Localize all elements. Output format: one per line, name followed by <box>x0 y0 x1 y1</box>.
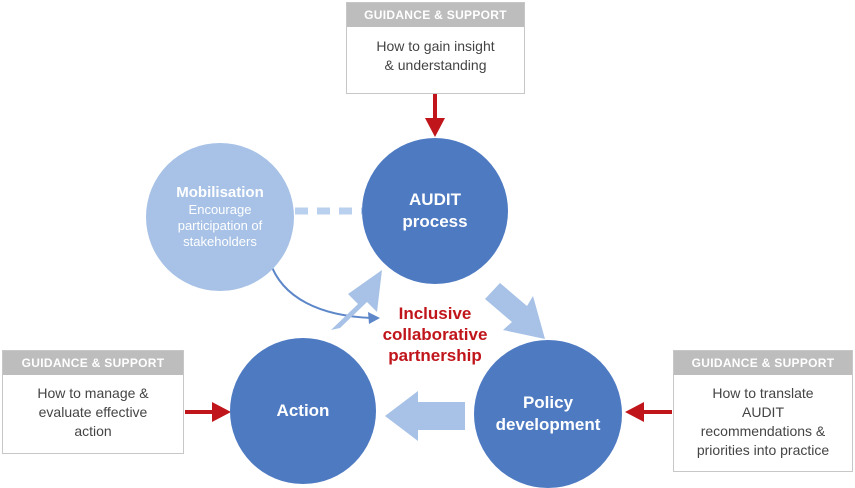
guidance-left-line-3: action <box>74 423 112 439</box>
guidance-right-line-3: recommendations & <box>700 423 826 439</box>
center-line-1: Inclusive <box>398 304 472 323</box>
audit-line-1: AUDIT <box>409 190 461 209</box>
guidance-right-line-1: How to translate <box>712 385 814 401</box>
cycle-arrow-action-to-audit <box>331 270 382 330</box>
mobilisation-line-2: participation of <box>177 218 263 233</box>
guidance-top-line-2: & understanding <box>384 57 487 73</box>
center-line-3: partnership <box>388 346 482 365</box>
red-arrow-top-head <box>425 118 445 137</box>
guidance-left-header: GUIDANCE & SUPPORT <box>3 351 183 375</box>
guidance-box-left: GUIDANCE & SUPPORT How to manage & evalu… <box>2 350 184 454</box>
guidance-right-line-4: priorities into practice <box>696 442 830 458</box>
mobilisation-curve-arrow <box>269 261 373 319</box>
guidance-right-line-2: AUDIT <box>742 404 784 420</box>
policy-line-2: development <box>495 415 601 434</box>
audit-process-node: AUDIT process <box>362 138 508 284</box>
guidance-left-line-1: How to manage & <box>37 385 149 401</box>
guidance-right-body: How to translate AUDIT recommendations &… <box>674 375 852 460</box>
mobilisation-title: Mobilisation <box>176 184 264 201</box>
guidance-left-line-2: evaluate effective <box>38 404 148 420</box>
mobilisation-node: Mobilisation Encourage participation of … <box>146 143 294 291</box>
center-line-2: collaborative <box>382 325 488 344</box>
mobilisation-line-3: stakeholders <box>183 234 257 249</box>
guidance-right-header: GUIDANCE & SUPPORT <box>674 351 852 375</box>
center-label: Inclusive collaborative partnership <box>360 303 510 366</box>
mobilisation-line-1: Encourage <box>188 202 252 217</box>
action-label: Action <box>276 401 330 420</box>
cycle-arrow-audit-to-policy <box>485 283 545 339</box>
red-arrow-left-head <box>212 402 231 422</box>
guidance-top-line-1: How to gain insight <box>376 38 495 54</box>
action-node: Action <box>230 338 376 484</box>
guidance-box-top: GUIDANCE & SUPPORT How to gain insight &… <box>346 2 525 94</box>
audit-line-2: process <box>402 212 468 231</box>
policy-line-1: Policy <box>522 393 574 412</box>
guidance-top-body: How to gain insight & understanding <box>347 27 524 75</box>
guidance-left-body: How to manage & evaluate effective actio… <box>3 375 183 441</box>
red-arrow-right-head <box>625 402 644 422</box>
mobilisation-curve-arrowhead <box>368 312 380 324</box>
guidance-box-right: GUIDANCE & SUPPORT How to translate AUDI… <box>673 350 853 472</box>
cycle-arrow-policy-to-action <box>385 391 465 441</box>
policy-development-node: Policy development <box>474 340 622 488</box>
guidance-top-header: GUIDANCE & SUPPORT <box>347 3 524 27</box>
